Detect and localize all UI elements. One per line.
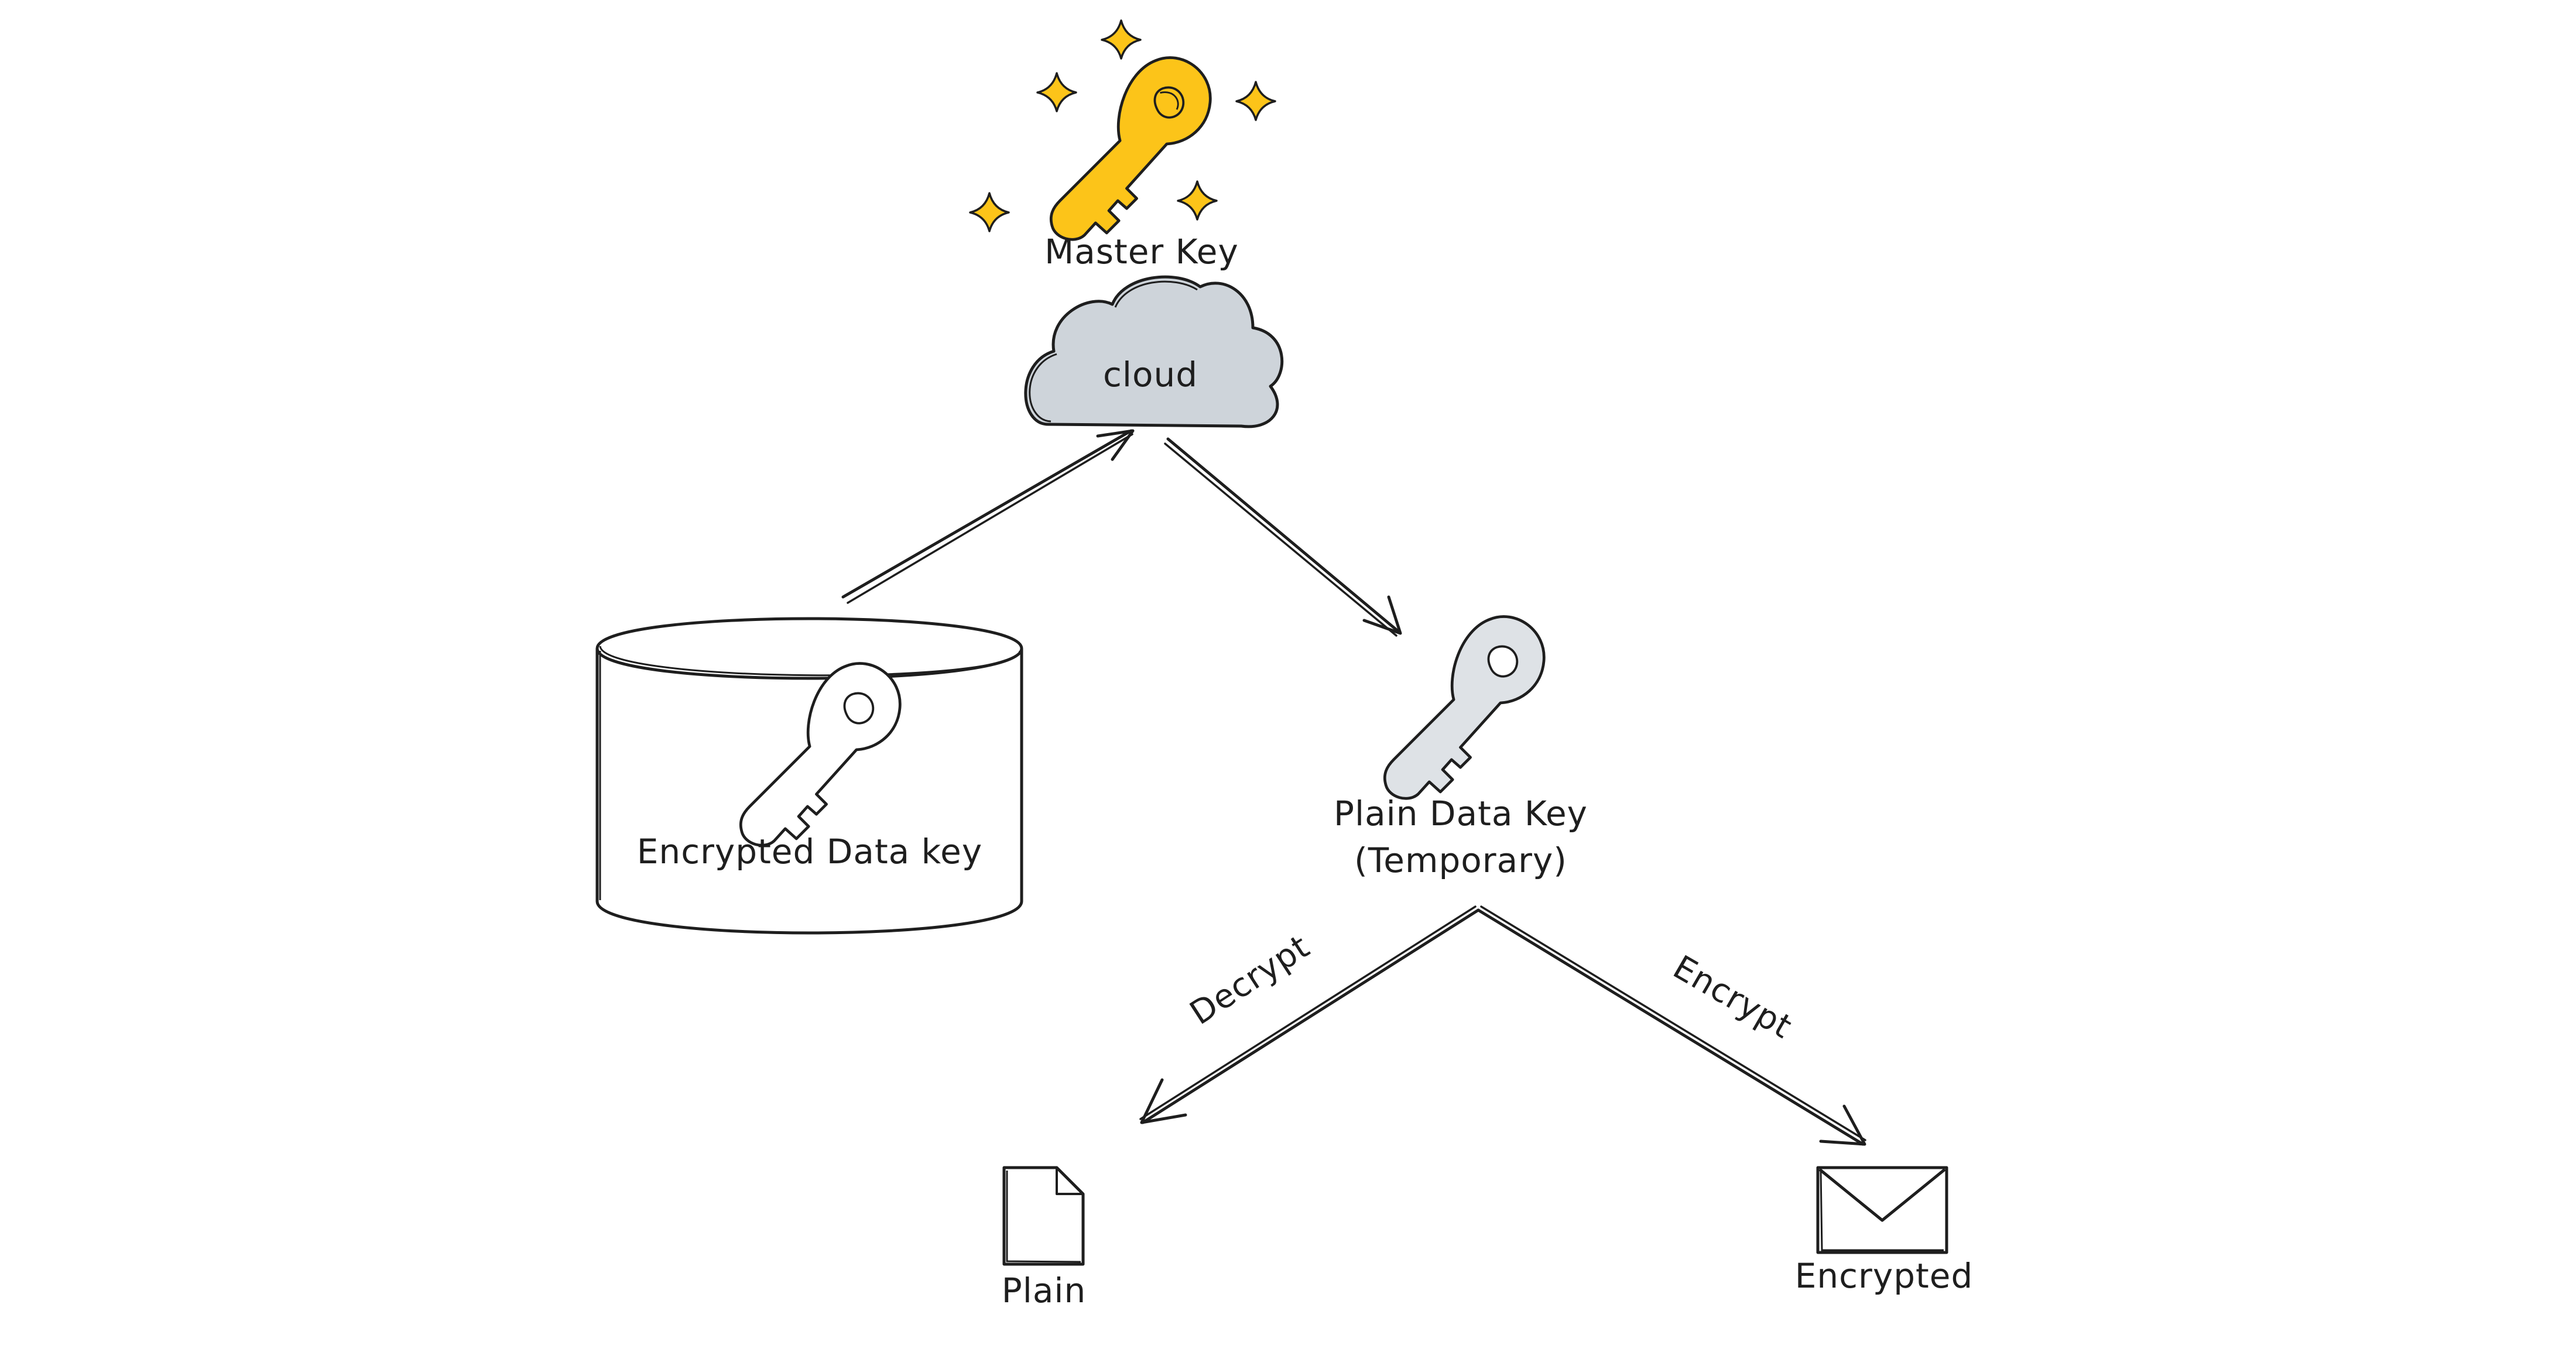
plain-data-key-sublabel: (Temporary): [1354, 840, 1567, 880]
cloud-label: cloud: [1103, 355, 1198, 394]
cloud-shape: [1024, 275, 1284, 428]
envelope-icon: [1816, 1166, 1948, 1254]
sparkle-icon: [1101, 19, 1142, 60]
master-key-group[interactable]: Master Key: [969, 19, 1276, 272]
plain-label: Plain: [1002, 1271, 1087, 1310]
encrypted-key-icon: [741, 664, 900, 846]
master-key-label: Master Key: [1044, 232, 1239, 272]
master-key-icon: [1051, 58, 1210, 240]
plain-data-key-label: Plain Data Key: [1334, 794, 1588, 833]
arrow-encrypt: Encrypt: [1477, 905, 1866, 1146]
document-icon: [1002, 1166, 1085, 1266]
arrow-database-to-cloud: [841, 429, 1135, 604]
encrypted-node[interactable]: Encrypted: [1795, 1166, 1974, 1296]
sparkle-icon: [1036, 72, 1077, 112]
arrow-cloud-to-plain-key: [1164, 437, 1402, 637]
sparkle-icon: [969, 192, 1010, 232]
database-node[interactable]: Encrypted Data key: [595, 617, 1023, 935]
database-label: Encrypted Data key: [637, 832, 982, 871]
sparkle-icon: [1235, 81, 1276, 121]
decrypt-label: Decrypt: [1183, 928, 1316, 1032]
encrypted-label: Encrypted: [1795, 1256, 1974, 1296]
arrow-decrypt: Decrypt: [1139, 905, 1480, 1124]
database-shape: [595, 617, 1023, 935]
plain-data-key-node[interactable]: Plain Data Key (Temporary): [1334, 617, 1588, 880]
sparkle-icon: [1177, 180, 1218, 221]
cloud-node[interactable]: cloud: [1024, 275, 1284, 428]
plain-data-key-icon: [1385, 617, 1544, 799]
sparkle-icons: [969, 19, 1276, 232]
plain-node[interactable]: Plain: [1002, 1166, 1087, 1310]
